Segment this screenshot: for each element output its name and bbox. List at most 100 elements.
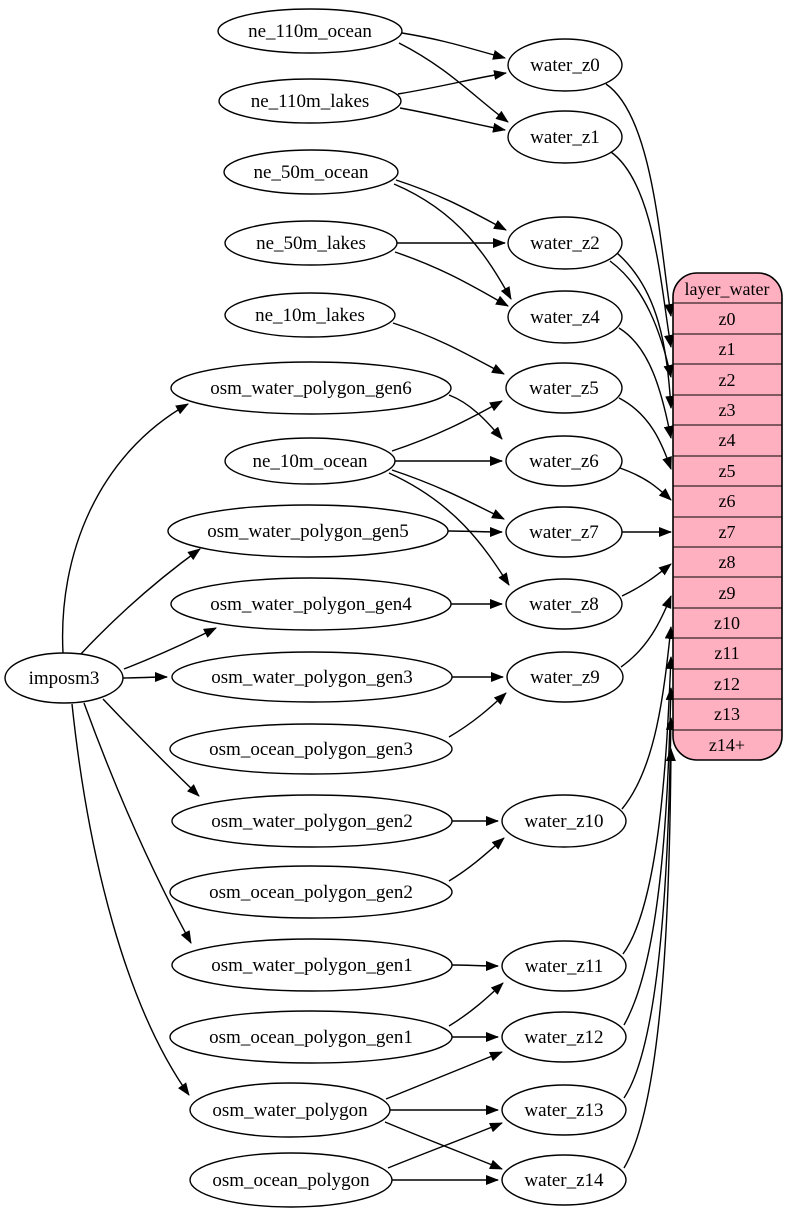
node-water_z13: water_z13: [501, 1084, 627, 1136]
node-imposm3: imposm3: [4, 652, 124, 704]
node-water_z9: water_z9: [506, 651, 624, 703]
node-ne_10m_lakes: ne_10m_lakes: [224, 292, 396, 338]
edge-imposm3-to-osm_water_polygon_gen2: [102, 698, 200, 797]
edge-ne_110m_ocean-to-water_z0: [401, 32, 506, 60]
table-row-z5: z5: [719, 461, 736, 481]
edge-water_z1-to-row-z1: [610, 151, 674, 348]
edge-water_z2-to-row-z2: [609, 260, 674, 378]
node-osm_water_polygon_gen2: osm_water_polygon_gen2: [171, 794, 453, 848]
edge-water_z8-to-row-z8: [621, 563, 672, 597]
edge-imposm3-to-osm_water_polygon_gen3: [122, 672, 168, 683]
edge-water_z2-to-row-z3: [616, 252, 676, 409]
node-label: water_z13: [524, 1100, 603, 1121]
node-label: osm_water_polygon_gen3: [211, 667, 413, 688]
table-row-z7: z7: [719, 522, 736, 542]
node-label: ne_110m_ocean: [248, 21, 372, 42]
node-ne_110m_ocean: ne_110m_ocean: [217, 8, 403, 54]
edge-layer: [61, 32, 676, 1185]
edge-ne_110m_lakes-to-water_z0: [397, 70, 507, 95]
node-label: osm_water_polygon: [212, 1100, 368, 1121]
edge-water_z10-to-row-z10: [621, 626, 675, 810]
node-label: ne_10m_lakes: [255, 305, 365, 326]
table-row-z10: z10: [714, 613, 740, 633]
node-label: osm_ocean_polygon_gen1: [209, 1027, 413, 1048]
node-osm_water_polygon: osm_water_polygon: [189, 1082, 391, 1138]
table-row-z12: z12: [714, 674, 740, 694]
node-label: water_z7: [529, 522, 599, 543]
node-water_z5: water_z5: [505, 362, 623, 414]
edge-osm_water_polygon-to-water_z14: [384, 1121, 503, 1170]
node-label: water_z0: [530, 55, 600, 76]
node-osm_water_polygon_gen5: osm_water_polygon_gen5: [167, 504, 449, 558]
node-label: water_z8: [529, 594, 599, 615]
edge-imposm3-to-osm_water_polygon: [71, 703, 190, 1096]
node-ne_50m_ocean: ne_50m_ocean: [223, 149, 399, 195]
table-row-z4: z4: [719, 430, 736, 450]
edge-osm_water_polygon_gen5-to-water_z7: [447, 526, 503, 537]
node-water_z1: water_z1: [507, 110, 623, 164]
table-row-z1: z1: [719, 339, 736, 359]
node-osm_water_polygon_gen6: osm_water_polygon_gen6: [170, 361, 452, 415]
edge-osm_ocean_polygon_gen2-to-water_z10: [448, 837, 505, 882]
node-label: osm_water_polygon_gen4: [210, 594, 412, 615]
edge-osm_ocean_polygon-to-water_z13: [387, 1122, 503, 1169]
edge-water_z5-to-row-z5: [618, 397, 672, 470]
edge-imposm3-to-osm_water_polygon_gen5: [78, 548, 201, 657]
edge-ne_50m_ocean-to-water_z2: [395, 179, 507, 231]
node-label: water_z1: [530, 127, 600, 148]
edge-water_z12-to-row-z12: [623, 687, 676, 1026]
edge-ne_50m_ocean-to-water_z4: [393, 183, 512, 300]
node-water_z0: water_z0: [507, 38, 623, 92]
edge-water_z0-to-row-z0: [605, 83, 675, 317]
node-label: osm_ocean_polygon: [212, 1170, 370, 1191]
node-label: ne_50m_ocean: [253, 162, 369, 183]
edge-osm_water_polygon_gen6-to-water_z6: [448, 394, 503, 440]
edge-water_z6-to-row-z6: [619, 467, 672, 501]
node-label: osm_water_polygon_gen6: [210, 378, 412, 399]
node-osm_ocean_polygon: osm_ocean_polygon: [189, 1152, 393, 1208]
table-row-z3: z3: [719, 400, 736, 420]
node-ne_10m_ocean: ne_10m_ocean: [224, 437, 396, 485]
node-osm_ocean_polygon_gen3: osm_ocean_polygon_gen3: [169, 723, 453, 775]
node-label: water_z6: [529, 451, 599, 472]
node-osm_water_polygon_gen3: osm_water_polygon_gen3: [171, 651, 453, 703]
table-row-z14plus: z14+: [709, 735, 745, 755]
edge-ne_10m_lakes-to-water_z5: [392, 322, 505, 375]
edge-imposm3-to-osm_water_polygon_gen4: [123, 627, 217, 670]
table-row-z11: z11: [714, 643, 739, 663]
edge-ne_10m_ocean-to-water_z7: [391, 469, 505, 520]
edge-water_z14-to-row-z14plus: [623, 748, 676, 1169]
node-water_z12: water_z12: [501, 1011, 627, 1063]
node-ne_50m_lakes: ne_50m_lakes: [224, 220, 398, 266]
node-label: ne_10m_ocean: [252, 451, 368, 472]
table-row-z8: z8: [719, 552, 736, 572]
node-water_z2: water_z2: [507, 216, 623, 270]
node-label: osm_ocean_polygon_gen3: [209, 739, 413, 760]
node-label: osm_water_polygon_gen1: [211, 955, 413, 976]
node-ne_110m_lakes: ne_110m_lakes: [218, 78, 402, 124]
node-label: water_z14: [524, 1170, 604, 1191]
node-water_z11: water_z11: [501, 940, 627, 992]
edge-water_z4-to-row-z4: [618, 327, 674, 439]
edge-osm_water_polygon-to-water_z12: [385, 1051, 503, 1100]
table-row-z6: z6: [719, 491, 736, 511]
table-row-separators: [673, 302, 782, 731]
edge-osm_ocean_polygon_gen3-to-water_z9: [448, 692, 507, 738]
node-label: osm_water_polygon_gen5: [207, 521, 409, 542]
table-row-z2: z2: [719, 370, 736, 390]
edge-osm_water_polygon_gen1-to-water_z11: [451, 960, 499, 971]
edge-water_z13-to-row-z13: [623, 717, 676, 1099]
node-label: water_z10: [524, 811, 603, 832]
edge-osm_ocean_polygon_gen1-to-water_z11: [448, 982, 504, 1027]
node-label: water_z4: [530, 307, 600, 328]
edge-water_z9-to-row-z9: [620, 595, 672, 668]
node-label: water_z9: [530, 667, 600, 688]
table-title: layer_water: [685, 279, 770, 299]
node-label: osm_ocean_polygon_gen2: [209, 882, 413, 903]
node-water_z7: water_z7: [505, 506, 623, 558]
node-osm_ocean_polygon_gen2: osm_ocean_polygon_gen2: [169, 865, 453, 919]
edge-imposm3-to-osm_water_polygon_gen1: [83, 702, 192, 944]
table-row-z9: z9: [719, 583, 736, 603]
